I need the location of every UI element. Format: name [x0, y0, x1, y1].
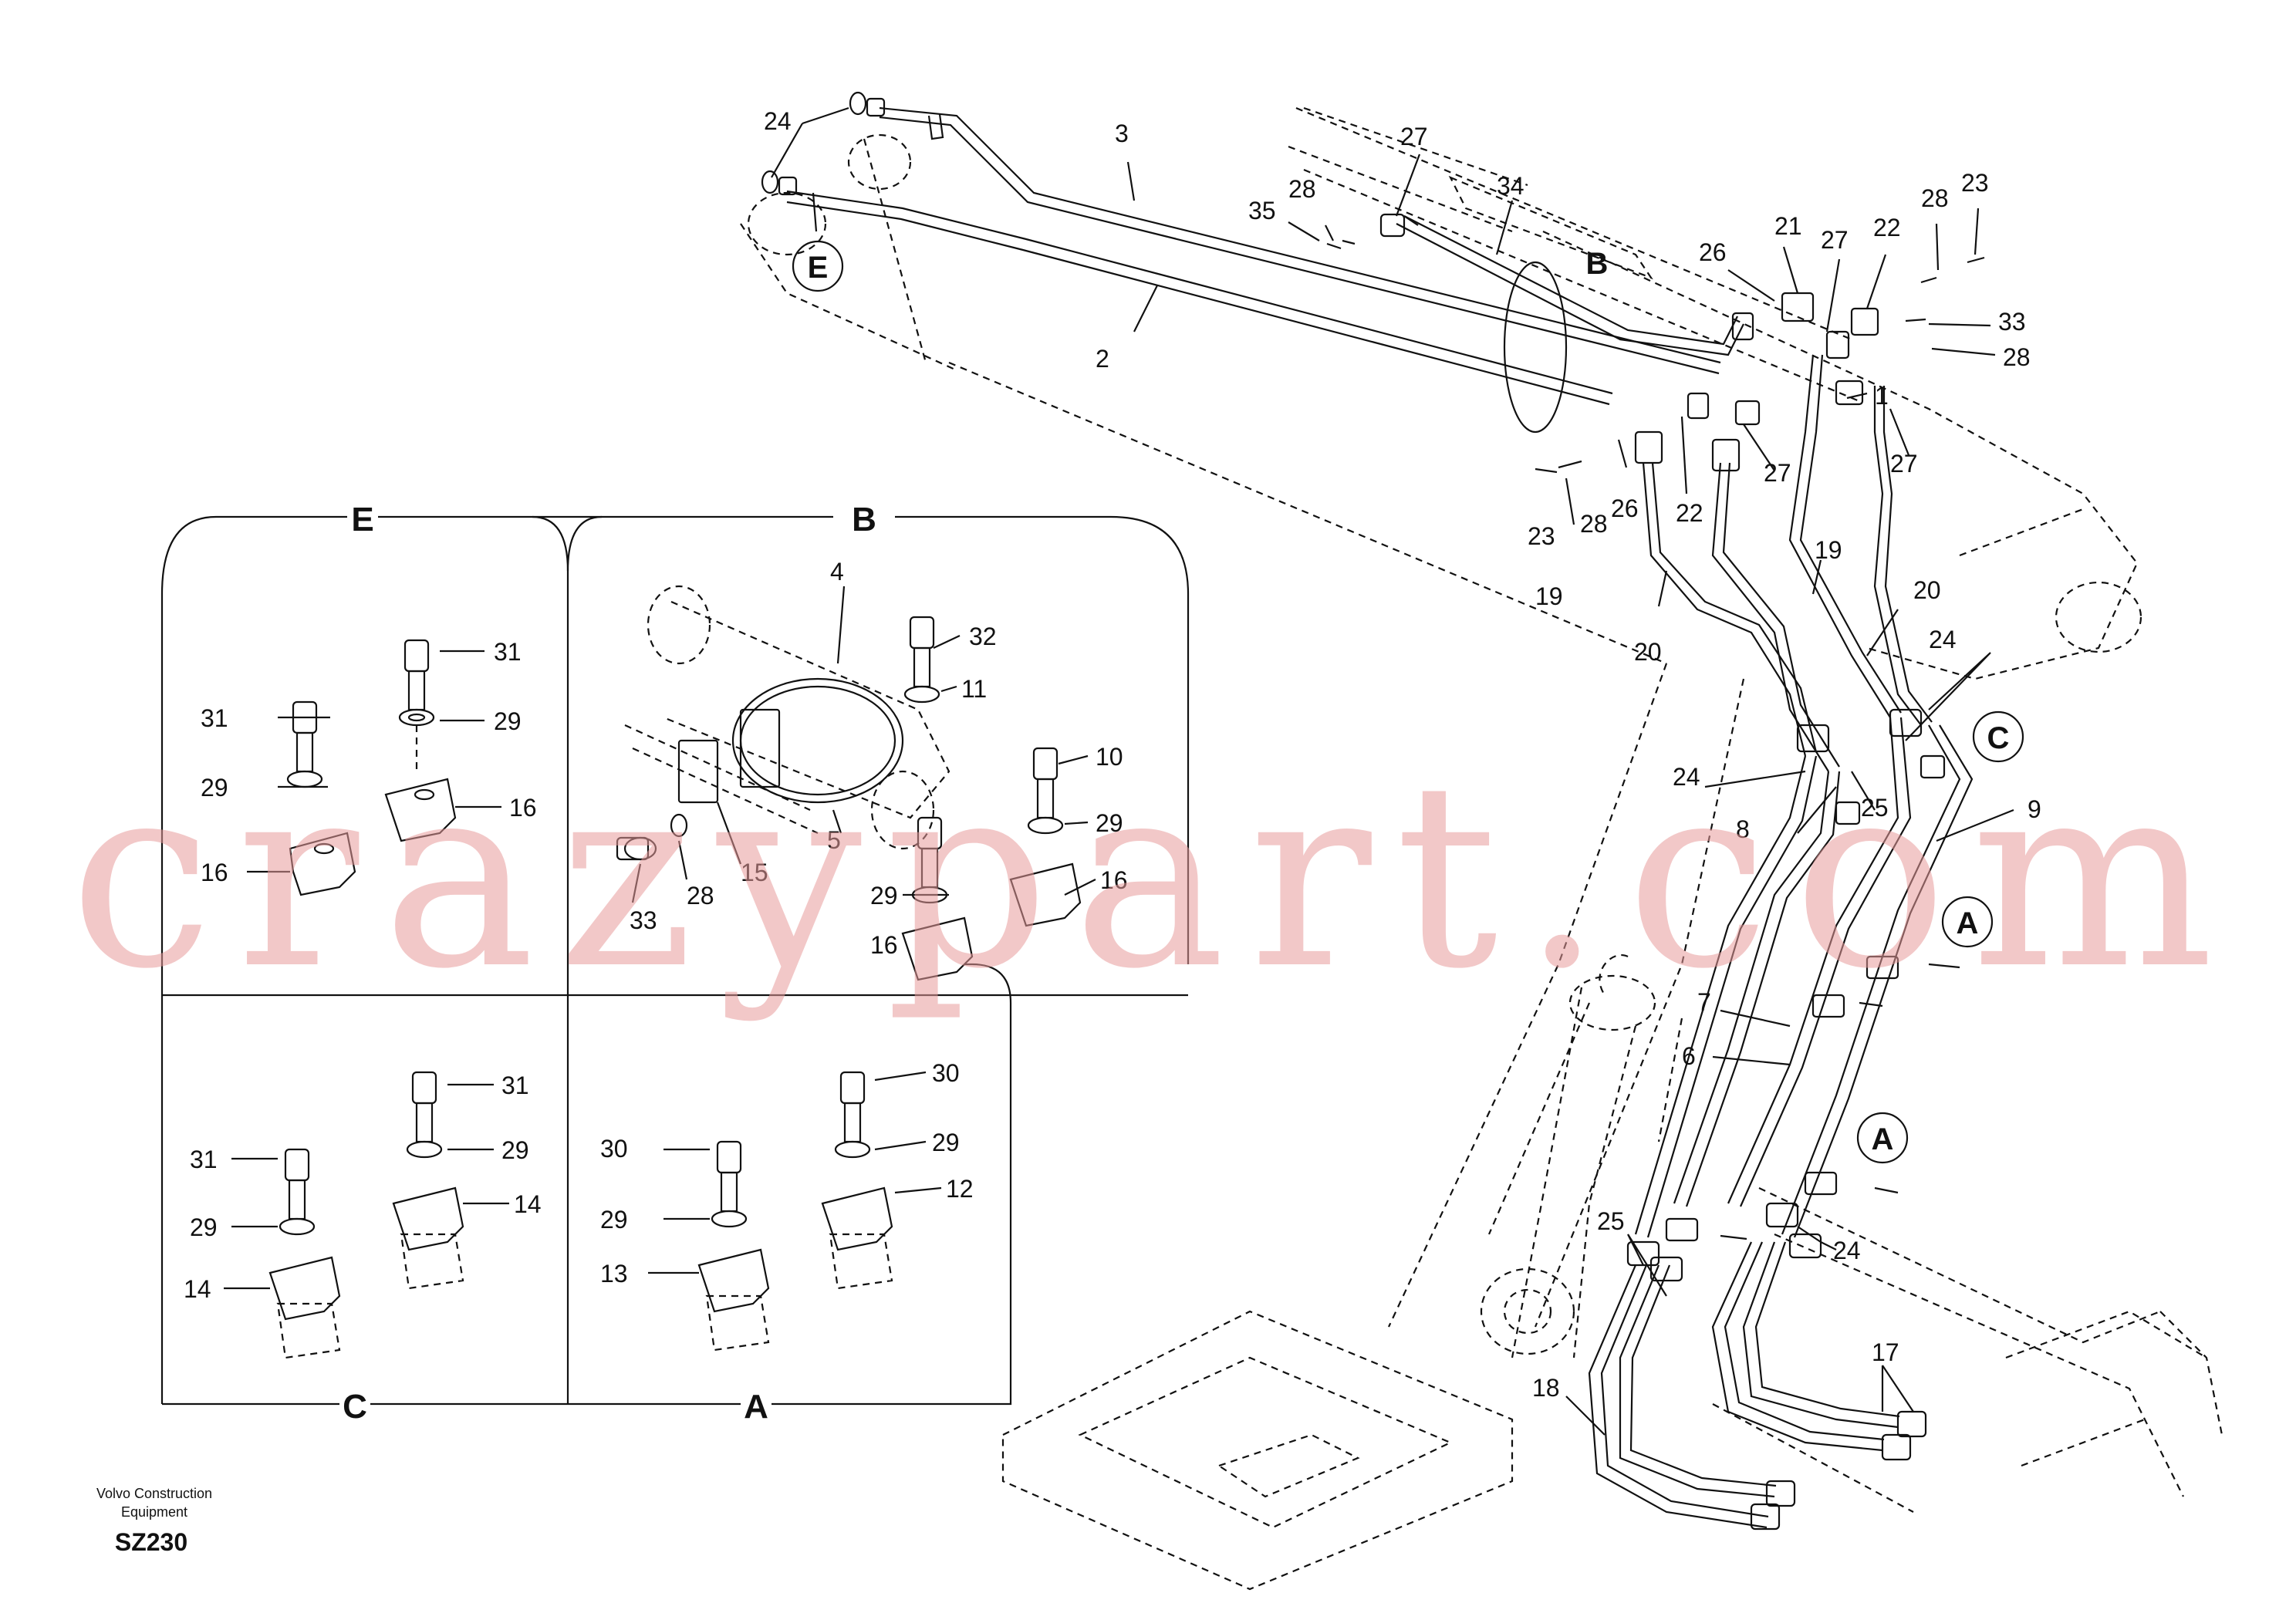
- callout: 28: [1921, 184, 1949, 212]
- callout: 19: [1535, 582, 1563, 610]
- callout: 31: [501, 1072, 529, 1099]
- callout: 30: [600, 1135, 628, 1163]
- callout: 16: [509, 794, 537, 822]
- callout: 21: [1774, 212, 1802, 240]
- callout: 4: [830, 558, 844, 586]
- main-fittings: [761, 91, 1985, 1531]
- callout: 22: [1873, 214, 1901, 241]
- callout: 27: [1890, 450, 1918, 478]
- callout: 33: [630, 906, 657, 934]
- callout: 11: [961, 675, 987, 703]
- callout: 15: [741, 859, 768, 886]
- callout: 28: [1580, 510, 1608, 538]
- callout: 24: [1673, 763, 1700, 791]
- callout: 28: [1288, 175, 1316, 203]
- callout: 28: [687, 882, 714, 910]
- callout: 23: [1961, 169, 1989, 197]
- callout: 31: [494, 638, 522, 666]
- callout: 22: [1676, 499, 1703, 527]
- section-label-b: B: [852, 501, 876, 538]
- footer: Volvo Construction Equipment SZ230: [96, 1486, 212, 1556]
- callout: 27: [1400, 123, 1428, 150]
- callout: 20: [1634, 638, 1662, 666]
- callout: 6: [1682, 1042, 1696, 1070]
- callout: 10: [1096, 743, 1123, 771]
- callout: 29: [201, 774, 228, 802]
- boom-outline: [740, 106, 2223, 1591]
- section-label-e: E: [351, 501, 373, 538]
- view-marker-e-label: E: [808, 251, 829, 285]
- detail-a-parts: [648, 1071, 942, 1352]
- callout: 3: [1115, 120, 1129, 147]
- callout: 14: [184, 1275, 211, 1303]
- callout: 29: [190, 1213, 218, 1241]
- callout: 25: [1861, 794, 1889, 822]
- callout: 29: [600, 1206, 628, 1234]
- callout: 29: [501, 1136, 529, 1164]
- view-marker-a-lower-label: A: [1872, 1122, 1894, 1156]
- manufacturer-line-1: Volvo Construction: [96, 1486, 212, 1501]
- view-marker-e: E: [792, 240, 844, 292]
- diagram-code: SZ230: [115, 1528, 187, 1556]
- watermark: crazypart.com: [69, 728, 2237, 1024]
- callout: 32: [969, 623, 997, 650]
- callout: 31: [201, 704, 228, 732]
- detail-panels-frame: [160, 515, 1190, 1406]
- callout: 7: [1697, 988, 1711, 1016]
- callout: 29: [494, 707, 522, 735]
- detail-b-parts: [616, 585, 1096, 981]
- callout: 33: [1998, 308, 2026, 336]
- callout: 1: [1875, 382, 1889, 410]
- callout: 24: [764, 107, 792, 135]
- hydraulic-lines: [786, 106, 1974, 1529]
- callout: 24: [1929, 626, 1957, 653]
- view-marker-a-lower: A: [1856, 1112, 1909, 1164]
- callout: 5: [827, 826, 841, 854]
- callout: 20: [1913, 576, 1941, 604]
- callout: 19: [1815, 536, 1842, 564]
- callout: 29: [932, 1129, 960, 1156]
- boom-cylinder: [1288, 106, 1653, 434]
- callout: 27: [1764, 459, 1791, 487]
- callout: 26: [1699, 238, 1727, 266]
- section-label-c: C: [343, 1388, 367, 1426]
- view-marker-a-upper-label: A: [1957, 906, 1979, 940]
- callout: 13: [600, 1260, 628, 1288]
- view-marker-c: C: [1972, 710, 2024, 763]
- callout: 29: [870, 882, 898, 910]
- callout: 8: [1736, 815, 1750, 843]
- callout: 35: [1248, 197, 1276, 224]
- callout: 28: [2003, 343, 2031, 371]
- callout: 26: [1611, 494, 1639, 522]
- callout: 25: [1597, 1207, 1625, 1235]
- callout: 29: [1096, 809, 1123, 837]
- manufacturer-line-2: Equipment: [121, 1504, 187, 1520]
- view-marker-a-upper: A: [1941, 896, 1994, 948]
- callout: 16: [870, 931, 898, 959]
- callout: 12: [946, 1175, 974, 1203]
- callout: 23: [1528, 522, 1555, 550]
- callout: 24: [1833, 1237, 1861, 1264]
- detail-c-parts: [224, 1071, 509, 1359]
- callout: 30: [932, 1059, 960, 1087]
- callout: 9: [2028, 795, 2041, 823]
- callout: 17: [1872, 1338, 1899, 1366]
- view-marker-b-label: B: [1586, 247, 1609, 281]
- view-marker-c-label: C: [1987, 721, 2010, 755]
- main-leaders: [771, 106, 2014, 1436]
- callout: 14: [514, 1190, 542, 1218]
- callout: 31: [190, 1146, 218, 1173]
- callout: 16: [201, 859, 228, 886]
- callout: 16: [1100, 866, 1128, 894]
- section-label-a: A: [744, 1388, 768, 1426]
- callout-numbers: 24 3 27 34 28 35 2 21 26 27 22 28 23 33 …: [184, 107, 2041, 1402]
- detail-e-parts: [247, 639, 501, 896]
- callout: 18: [1532, 1374, 1560, 1402]
- callout: 34: [1497, 172, 1524, 200]
- callout: 2: [1096, 345, 1109, 373]
- callout: 27: [1821, 226, 1849, 254]
